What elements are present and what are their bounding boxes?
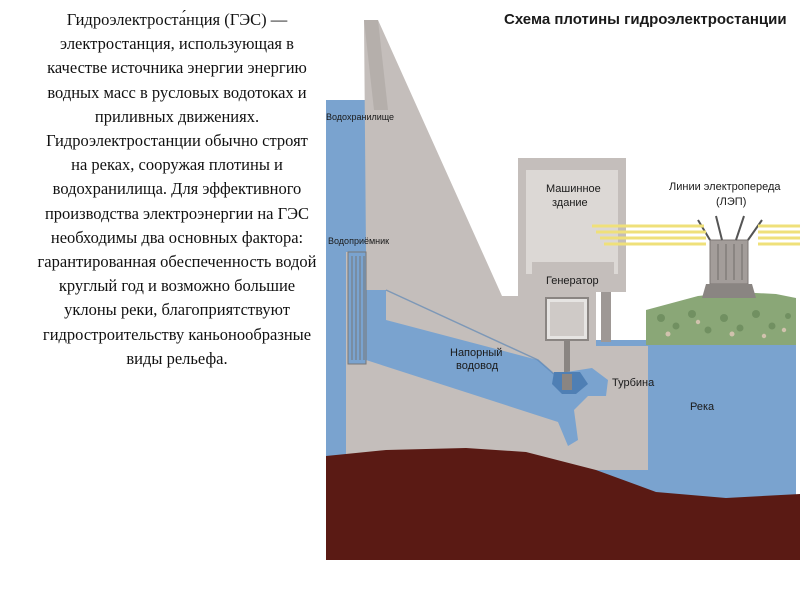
- label-penstock-line1: Напорный: [450, 347, 502, 359]
- label-machine-hall-line2: здание: [552, 197, 588, 209]
- ground: [326, 448, 800, 560]
- label-generator: Генератор: [546, 275, 599, 287]
- power-lines: [592, 224, 800, 246]
- label-penstock-line2: водовод: [456, 360, 499, 372]
- label-river: Река: [690, 401, 715, 413]
- turbine-shaft: [564, 340, 570, 380]
- label-turbine: Турбина: [612, 377, 655, 389]
- dam-diagram: Схема плотины гидроэлектростанции Водохр…: [326, 0, 800, 560]
- label-power-lines-line2: (ЛЭП): [716, 196, 746, 208]
- machine-hall-interior: [526, 170, 618, 274]
- label-intake: Водоприёмник: [328, 236, 389, 246]
- penstock: [366, 290, 608, 446]
- label-machine-hall-line1: Машинное: [546, 183, 601, 195]
- hydro-description: Гидроэлектроста́нция (ГЭС) — электростан…: [37, 10, 317, 368]
- transformer: [697, 215, 763, 298]
- label-power-lines-line1: Линии электропереда: [669, 181, 781, 193]
- water-intake: [347, 251, 367, 365]
- label-reservoir: Водохранилище: [326, 112, 394, 122]
- diagram-title: Схема плотины гидроэлектростанции: [504, 11, 787, 28]
